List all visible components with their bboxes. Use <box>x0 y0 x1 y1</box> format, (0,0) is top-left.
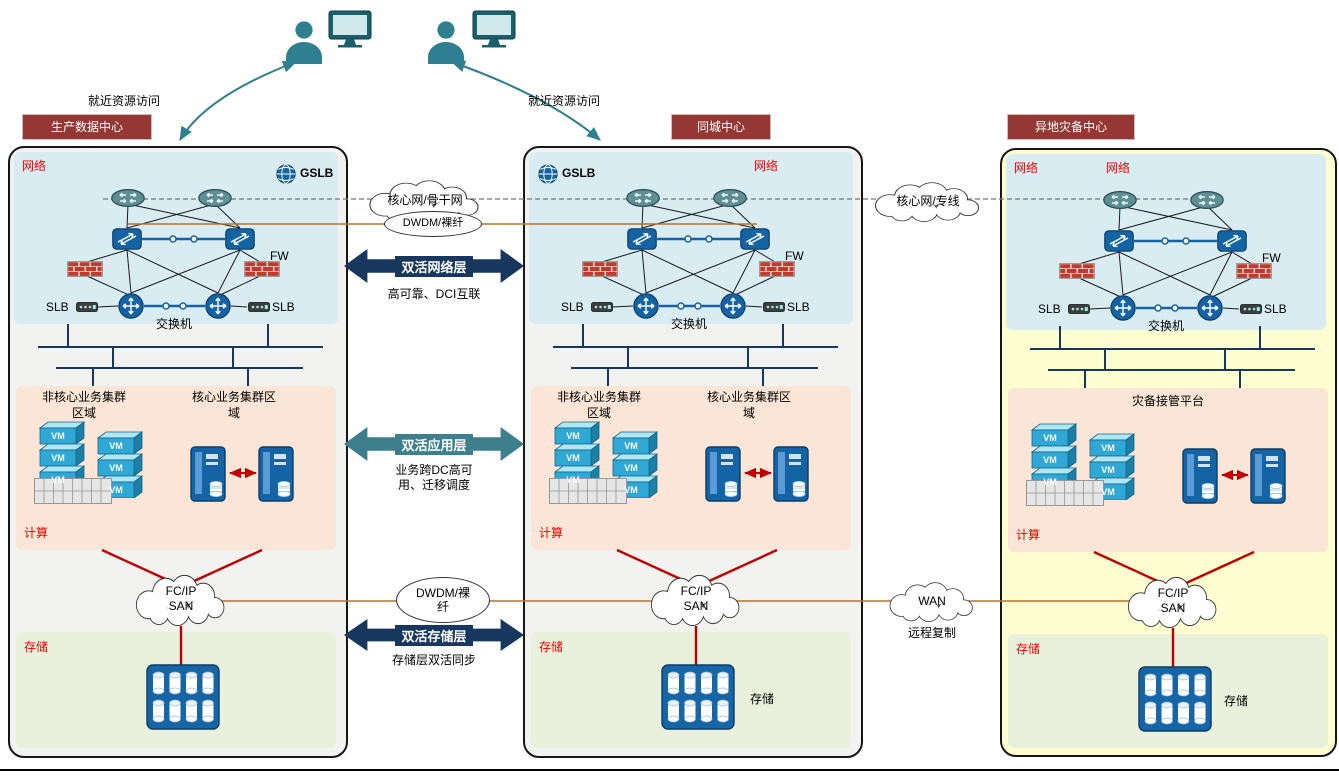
storage-zone <box>1008 634 1328 748</box>
network-zone <box>14 152 338 324</box>
noncore-cluster-label: 非核心业务集群区域 <box>556 390 641 420</box>
dwdm-bottom-label: DWDM/裸纤 <box>416 585 470 614</box>
app-layer-arrow-label: 双活应用层 <box>395 433 473 455</box>
san-cloud: FC/IP SAN <box>1122 574 1224 628</box>
frame-line <box>0 769 1339 771</box>
dwdm-top-pill: DWDM/裸纤 <box>384 211 482 237</box>
slb-label: SLB <box>1264 302 1287 316</box>
access-label: 就近资源访问 <box>528 94 601 108</box>
fw-label: FW <box>1262 251 1281 265</box>
slb-label: SLB <box>561 300 584 314</box>
network-zone-label: 网络 <box>754 159 779 173</box>
app-layer-desc: 业务跨DC高可用、迁移调度 <box>395 463 473 492</box>
dedicated-line-cloud-label: 核心网/专线 <box>896 193 960 208</box>
storage-layer-arrow-label: 双活存储层 <box>395 624 473 646</box>
storage-item-label: 存储 <box>1224 694 1249 708</box>
datacenter-title: 异地灾备中心 <box>1007 114 1135 140</box>
dedicated-line-cloud: 核心网/专线 <box>868 180 988 222</box>
wan-cloud: WAN <box>884 580 980 622</box>
dwdm-top-label: DWDM/裸纤 <box>402 217 464 230</box>
gslb-label: GSLB <box>562 166 596 180</box>
san-label: FC/IP SAN <box>1157 586 1189 615</box>
switch-label: 交换机 <box>670 317 707 331</box>
user-icon <box>428 21 464 64</box>
access-label: 就近资源访问 <box>88 94 161 108</box>
wan-desc: 远程复制 <box>907 626 956 640</box>
net-layer-arrow: 双活网络层 <box>344 249 524 283</box>
storage-zone-label: 存储 <box>1016 642 1041 656</box>
san-cloud: FC/IP SAN <box>130 572 232 626</box>
compute-zone <box>1008 388 1328 552</box>
user-icon <box>286 21 322 64</box>
monitor-icon <box>328 10 372 48</box>
datacenter-title: 同城中心 <box>671 114 771 140</box>
slb-label: SLB <box>1038 302 1061 316</box>
dwdm-bottom-pill: DWDM/裸纤 <box>396 577 490 623</box>
core-cluster-label: 核心业务集群区域 <box>192 390 277 420</box>
switch-label: 交换机 <box>155 317 192 331</box>
storage-zone <box>16 632 336 748</box>
storage-zone-label: 存储 <box>24 640 49 654</box>
app-layer-arrow: 双活应用层 <box>344 427 524 461</box>
gslb-label: GSLB <box>300 166 334 180</box>
compute-zone-label: 计算 <box>539 526 564 540</box>
san-label: FC/IP SAN <box>165 584 197 613</box>
fw-label: FW <box>785 249 804 263</box>
network-zone-label: 网络 <box>1106 161 1131 175</box>
wan-cloud-label: WAN <box>918 593 946 608</box>
net-layer-arrow-label: 双活网络层 <box>395 255 473 277</box>
storage-item-label: 存储 <box>750 692 775 706</box>
storage-layer-arrow: 双活存储层 <box>344 619 524 651</box>
compute-zone-label: 计算 <box>24 526 49 540</box>
slb-label: SLB <box>46 300 69 314</box>
net-layer-desc: 高可靠、DCI互联 <box>387 287 481 301</box>
monitor-icon <box>472 10 516 48</box>
fw-label: FW <box>270 249 289 263</box>
compute-zone-label: 计算 <box>1016 528 1041 542</box>
storage-zone <box>531 632 851 748</box>
datacenter-title: 生产数据中心 <box>22 114 152 140</box>
storage-zone-label: 存储 <box>539 640 564 654</box>
core-cluster-label: 核心业务集群区域 <box>707 390 792 420</box>
san-label: FC/IP SAN <box>680 584 712 613</box>
storage-layer-desc: 存储层双活同步 <box>391 653 476 667</box>
network-zone-label: 网络 <box>1014 161 1039 175</box>
san-cloud: FC/IP SAN <box>645 572 747 626</box>
dr-platform-label: 灾备接管平台 <box>1131 394 1204 408</box>
slb-label: SLB <box>787 300 810 314</box>
switch-label: 交换机 <box>1147 319 1184 333</box>
slb-label: SLB <box>272 300 295 314</box>
network-zone-label: 网络 <box>22 159 47 173</box>
noncore-cluster-label: 非核心业务集群区域 <box>41 390 126 420</box>
